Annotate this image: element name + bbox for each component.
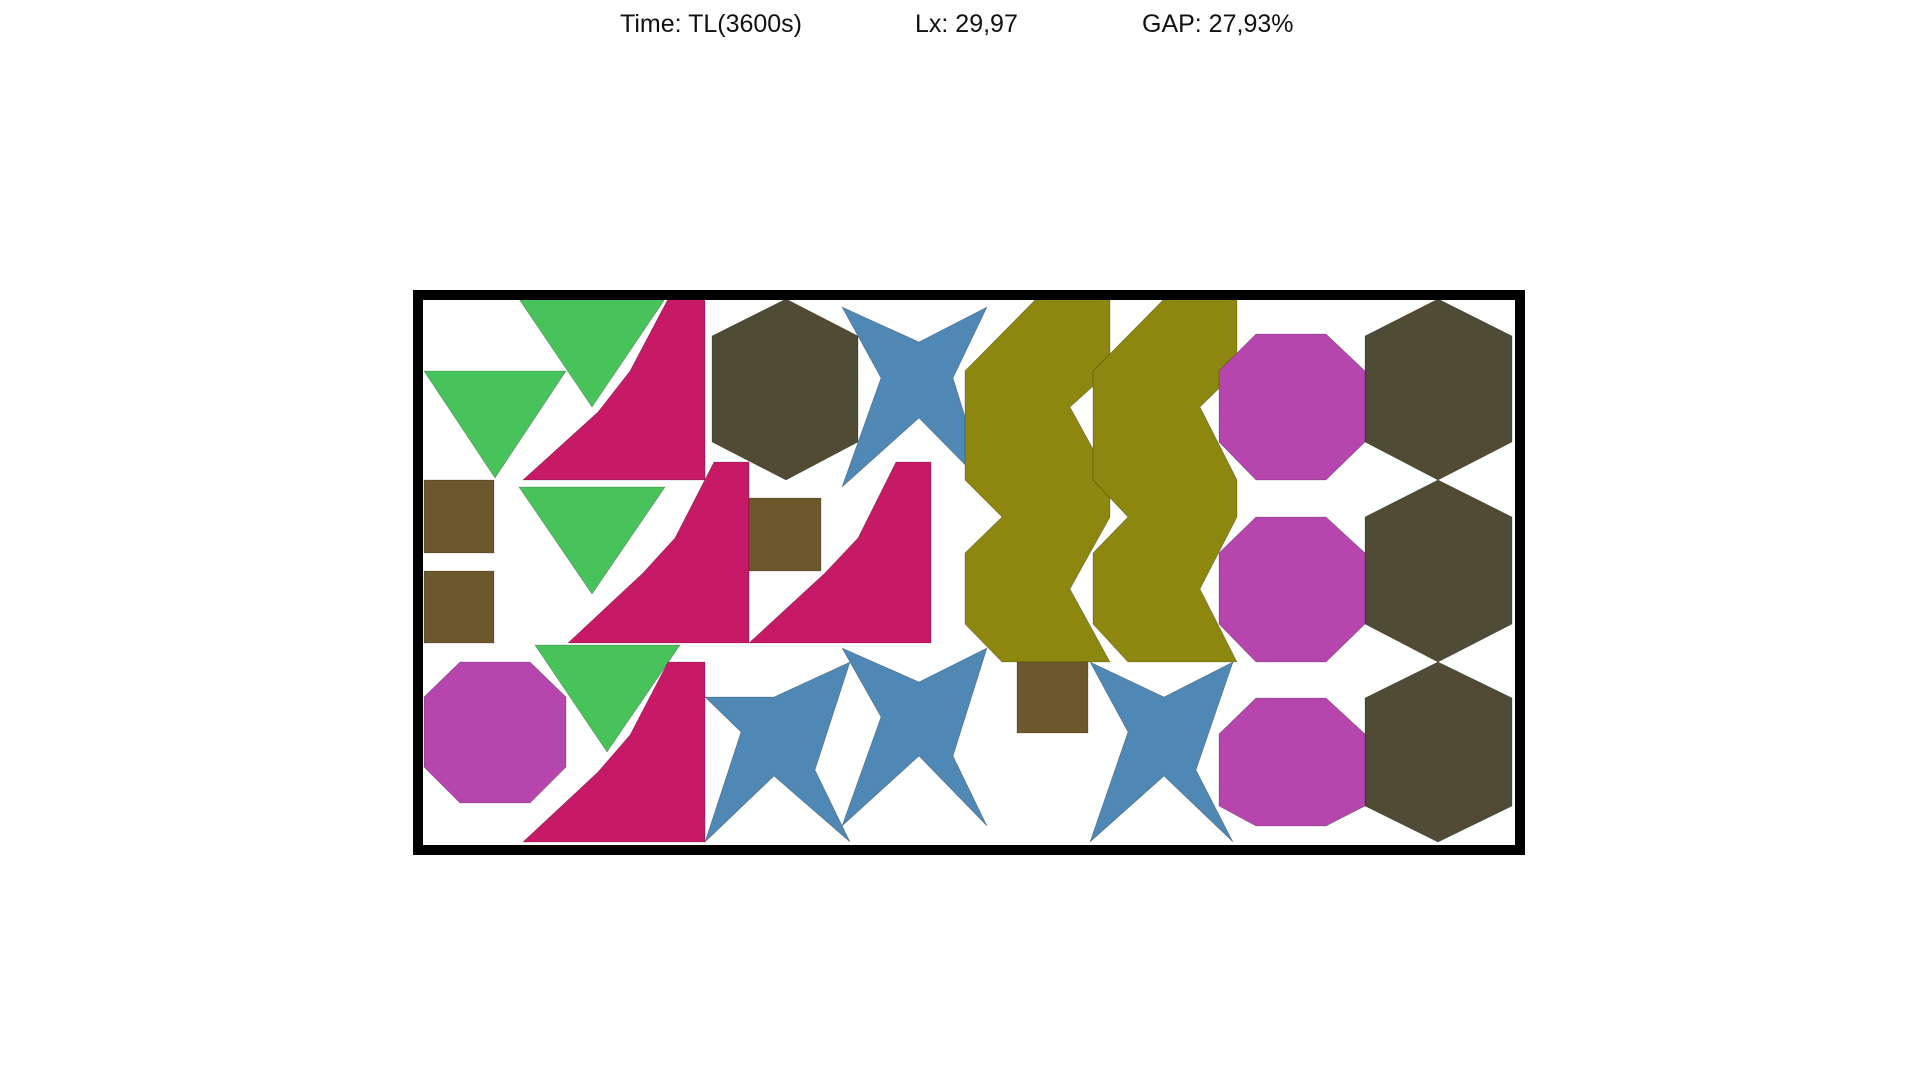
gap-label: GAP: 27,93% — [1142, 10, 1294, 38]
triangle-piece — [518, 486, 666, 595]
four-point-star-piece — [704, 661, 851, 843]
triangle-piece — [534, 644, 681, 753]
square-piece — [423, 479, 495, 554]
pieces-group — [423, 298, 1513, 843]
hexagon-piece — [1364, 298, 1513, 481]
square-piece — [748, 497, 822, 572]
zigzag-piece — [1092, 298, 1238, 663]
l-shape-piece — [748, 461, 932, 644]
octagon-piece — [1218, 333, 1366, 481]
four-point-star-piece — [1089, 661, 1234, 843]
lx-label: Lx: 29,97 — [915, 10, 1018, 38]
square-piece — [423, 570, 495, 644]
hexagon-piece — [711, 298, 859, 481]
zigzag-piece — [964, 298, 1111, 663]
time-label: Time: TL(3600s) — [620, 10, 803, 38]
container-border — [413, 290, 1525, 855]
square-piece — [1016, 661, 1089, 734]
hexagon-piece — [1364, 661, 1513, 843]
octagon-piece — [423, 661, 567, 804]
octagon-piece — [1218, 516, 1366, 663]
triangle-piece — [423, 370, 567, 479]
octagon-piece — [1218, 697, 1366, 827]
hexagon-piece — [1364, 479, 1513, 663]
four-point-star-piece — [841, 647, 988, 827]
